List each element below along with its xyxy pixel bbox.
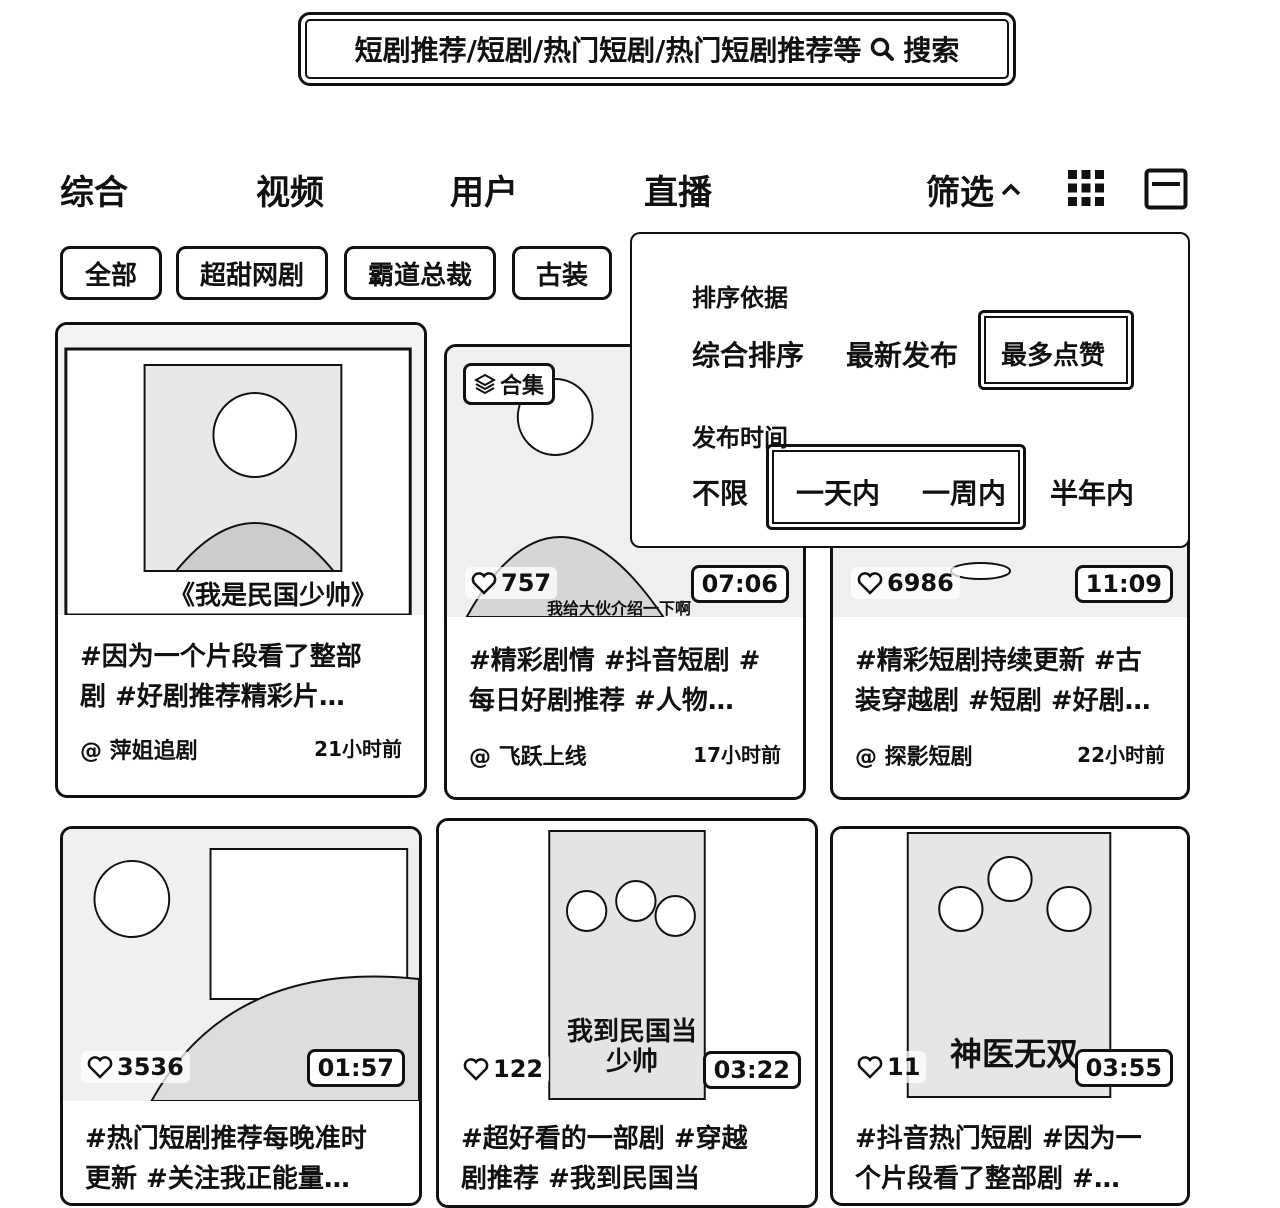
like-number: 3536 bbox=[117, 1053, 184, 1081]
poster-image bbox=[64, 347, 412, 615]
video-caption: #热门短剧推荐每晚准时 更新 #关注我正能量… bbox=[85, 1119, 397, 1199]
time-option-any[interactable]: 不限 bbox=[692, 477, 749, 510]
video-caption: #精彩剧情 #抖音短剧 # 每日好剧推荐 #人物… bbox=[469, 641, 781, 721]
publish-time: 17小时前 bbox=[693, 743, 781, 767]
video-thumbnail: 3536 01:57 bbox=[63, 829, 419, 1101]
time-option-halfyear[interactable]: 半年内 bbox=[1050, 477, 1135, 510]
layers-icon bbox=[474, 373, 496, 395]
poster-text: 神医无双 bbox=[949, 1035, 1078, 1073]
caption-line: 每日好剧推荐 #人物… bbox=[469, 686, 734, 716]
tab-live[interactable]: 直播 bbox=[644, 173, 712, 213]
heart-icon bbox=[471, 572, 497, 595]
caption-line: #抖音热门短剧 #因为一 bbox=[855, 1124, 1142, 1154]
publish-time: 21小时前 bbox=[314, 737, 402, 761]
tab-video[interactable]: 视频 bbox=[256, 173, 324, 213]
like-count: 757 bbox=[465, 567, 558, 599]
caption-line: #因为一个片段看了整部 bbox=[80, 642, 362, 672]
caption-line: 装穿越剧 #短剧 #好剧… bbox=[855, 686, 1151, 716]
time-option-group bbox=[766, 444, 1026, 530]
video-subtitle: 我给大伙介绍一下啊 bbox=[547, 599, 692, 618]
video-duration: 03:22 bbox=[702, 1051, 801, 1089]
publish-time: 22小时前 bbox=[1077, 743, 1165, 767]
chip-sweet[interactable]: 超甜网剧 bbox=[176, 246, 328, 300]
like-number: 122 bbox=[493, 1055, 544, 1083]
search-icon[interactable] bbox=[869, 36, 895, 62]
time-option-week[interactable]: 一周内 bbox=[922, 477, 1007, 510]
caption-line: 剧推荐 #我到民国当 bbox=[461, 1164, 700, 1194]
filter-label: 筛选 bbox=[926, 173, 994, 213]
video-duration: 11:09 bbox=[1074, 565, 1173, 603]
chip-all[interactable]: 全部 bbox=[60, 246, 162, 300]
sort-option-default[interactable]: 综合排序 bbox=[692, 339, 805, 372]
sort-label: 排序依据 bbox=[692, 284, 788, 312]
chip-costume[interactable]: 古装 bbox=[512, 246, 612, 300]
author-name[interactable]: @ 飞跃上线 bbox=[469, 745, 587, 770]
video-caption: #超好看的一部剧 #穿越 剧推荐 #我到民国当 bbox=[461, 1119, 793, 1199]
time-option-day[interactable]: 一天内 bbox=[796, 477, 881, 510]
video-caption: #精彩短剧持续更新 #古 装穿越剧 #短剧 #好剧… bbox=[855, 641, 1165, 721]
search-button[interactable]: 搜索 bbox=[903, 34, 960, 67]
video-meta: @ 飞跃上线 17小时前 bbox=[469, 739, 781, 771]
video-thumbnail: 《我是民国少帅》 bbox=[58, 325, 424, 615]
collection-badge: 合集 bbox=[463, 363, 556, 405]
time-label: 发布时间 bbox=[692, 424, 788, 452]
video-card[interactable]: 3536 01:57 #热门短剧推荐每晚准时 更新 #关注我正能量… bbox=[60, 826, 422, 1206]
caption-line: 个片段看了整部剧 #… bbox=[855, 1164, 1120, 1194]
tab-user[interactable]: 用户 bbox=[450, 173, 518, 213]
heart-icon bbox=[857, 572, 883, 595]
like-number: 11 bbox=[887, 1053, 921, 1081]
heart-icon bbox=[463, 1058, 489, 1081]
video-thumbnail: 神医无双 11 03:55 bbox=[833, 829, 1187, 1101]
caption-line: #超好看的一部剧 #穿越 bbox=[461, 1124, 748, 1154]
like-count: 3536 bbox=[81, 1051, 190, 1083]
heart-icon bbox=[87, 1056, 113, 1079]
like-count: 122 bbox=[457, 1053, 550, 1085]
video-duration: 07:06 bbox=[690, 565, 789, 603]
caption-line: #精彩剧情 #抖音短剧 # bbox=[469, 646, 761, 676]
search-bar[interactable]: 短剧推荐/短剧/热门短剧/热门短剧推荐等 搜索 bbox=[298, 12, 1016, 86]
video-duration: 01:57 bbox=[306, 1049, 405, 1087]
video-meta: @ 探影短剧 22小时前 bbox=[855, 739, 1165, 771]
video-meta: @ 萍姐追剧 21小时前 bbox=[80, 733, 402, 765]
video-caption: #抖音热门短剧 #因为一 个片段看了整部剧 #… bbox=[855, 1119, 1165, 1199]
video-card[interactable]: 《我是民国少帅》 #因为一个片段看了整部 剧 #好剧推荐精彩片… @ 萍姐追剧 … bbox=[55, 322, 427, 798]
video-duration: 03:55 bbox=[1074, 1049, 1173, 1087]
chip-ceo[interactable]: 霸道总裁 bbox=[344, 246, 496, 300]
poster-title: 《我是民国少帅》 bbox=[138, 575, 408, 612]
like-count: 6986 bbox=[851, 567, 960, 599]
tab-all[interactable]: 综合 bbox=[60, 173, 128, 213]
sort-option-most-liked[interactable]: 最多点赞 bbox=[978, 310, 1134, 390]
category-tabs: 综合 视频 用户 直播 筛选 bbox=[60, 165, 1190, 213]
caption-line: 更新 #关注我正能量… bbox=[85, 1164, 350, 1194]
search-query[interactable]: 短剧推荐/短剧/热门短剧/热门短剧推荐等 bbox=[354, 34, 862, 67]
video-caption: #因为一个片段看了整部 剧 #好剧推荐精彩片… bbox=[80, 637, 402, 717]
author-name[interactable]: @ 萍姐追剧 bbox=[80, 739, 198, 764]
caption-line: #精彩短剧持续更新 #古 bbox=[855, 646, 1142, 676]
like-count: 11 bbox=[851, 1051, 927, 1083]
like-number: 6986 bbox=[887, 569, 954, 597]
filter-dropdown: 排序依据 综合排序 最新发布 最多点赞 发布时间 不限 一天内 一周内 半年内 bbox=[630, 232, 1190, 548]
single-view-icon[interactable] bbox=[1144, 168, 1188, 210]
caption-line: #热门短剧推荐每晚准时 bbox=[85, 1124, 367, 1154]
filter-button[interactable]: 筛选 bbox=[926, 165, 1022, 214]
heart-icon bbox=[857, 1056, 883, 1079]
video-thumbnail: 我到民国当少帅 122 03:22 bbox=[439, 821, 815, 1103]
author-name[interactable]: @ 探影短剧 bbox=[855, 745, 973, 770]
sort-option-latest[interactable]: 最新发布 bbox=[846, 339, 959, 372]
like-number: 757 bbox=[501, 569, 552, 597]
chevron-up-icon bbox=[1001, 183, 1021, 195]
sort-option-label: 最多点赞 bbox=[1001, 341, 1106, 371]
caption-line: 剧 #好剧推荐精彩片… bbox=[80, 682, 345, 712]
poster-text: 我到民国当少帅 bbox=[566, 1017, 697, 1077]
video-card[interactable]: 神医无双 11 03:55 #抖音热门短剧 #因为一 个片段看了整部剧 #… bbox=[830, 826, 1190, 1206]
video-card[interactable]: 我到民国当少帅 122 03:22 #超好看的一部剧 #穿越 剧推荐 #我到民国… bbox=[436, 818, 818, 1208]
badge-label: 合集 bbox=[500, 374, 545, 399]
grid-view-icon[interactable] bbox=[1066, 168, 1106, 208]
